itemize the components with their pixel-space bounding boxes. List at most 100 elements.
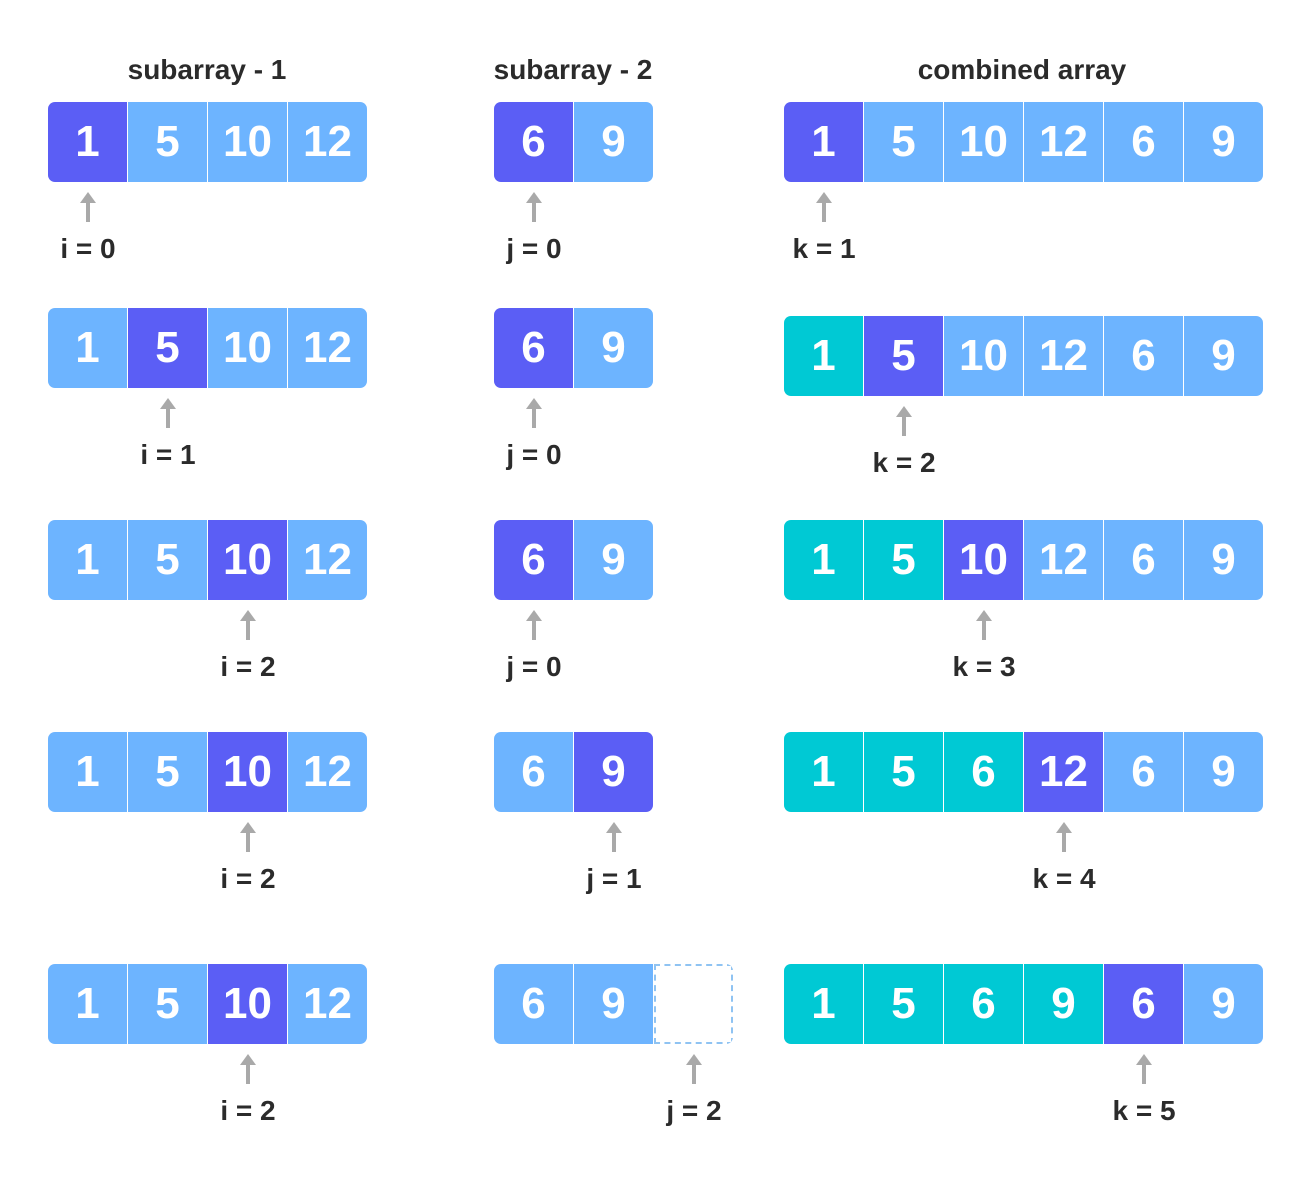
array-cell: 1 — [784, 520, 863, 600]
pointer-label: k = 4 — [1032, 863, 1096, 894]
pointer-arrow — [814, 192, 834, 222]
array-cell: 5 — [128, 964, 207, 1044]
pointer-arrow — [238, 1054, 258, 1084]
array-cell: 1 — [48, 964, 127, 1044]
array-cell: 9 — [574, 102, 653, 182]
array-cell: 5 — [864, 520, 943, 600]
array-cell: 9 — [1024, 964, 1103, 1044]
pointer-label: j = 0 — [506, 233, 562, 264]
array-cell: 9 — [1184, 316, 1263, 396]
array-cell: 5 — [128, 308, 207, 388]
pointer-arrow — [78, 192, 98, 222]
pointer-label: i = 2 — [220, 651, 276, 682]
array-cell: 9 — [574, 308, 653, 388]
pointer-label: i = 2 — [220, 863, 276, 894]
up-arrow-icon — [240, 822, 256, 852]
pointer-arrow — [158, 398, 178, 428]
array-cell: 5 — [864, 316, 943, 396]
array-cell: 9 — [1184, 102, 1263, 182]
array-cell: 6 — [494, 964, 573, 1044]
array-cell: 1 — [48, 102, 127, 182]
pointer-arrow — [524, 610, 544, 640]
array-cell: 6 — [1104, 102, 1183, 182]
array-cell: 9 — [574, 732, 653, 812]
array-cell: 10 — [208, 732, 287, 812]
pointer-label: j = 0 — [506, 651, 562, 682]
array-cell: 1 — [784, 102, 863, 182]
array-cell: 9 — [1184, 520, 1263, 600]
subarray-2-title: subarray - 2 — [493, 54, 653, 85]
array-cell: 5 — [864, 732, 943, 812]
pointer-arrow — [604, 822, 624, 852]
pointer-label: i = 2 — [220, 1095, 276, 1126]
array-cell: 9 — [574, 520, 653, 600]
array-cell: 5 — [128, 520, 207, 600]
array-cell: 6 — [494, 520, 573, 600]
array-cell: 10 — [208, 102, 287, 182]
array-cell: 10 — [944, 102, 1023, 182]
array-cell: 9 — [1184, 732, 1263, 812]
pointer-label: k = 3 — [952, 651, 1016, 682]
array-cell: 6 — [944, 964, 1023, 1044]
pointer-label: j = 0 — [506, 439, 562, 470]
array-cell: 12 — [288, 732, 367, 812]
up-arrow-icon — [896, 406, 912, 436]
array-cell: 6 — [1104, 732, 1183, 812]
pointer-arrow — [524, 398, 544, 428]
array-cell: 5 — [128, 732, 207, 812]
up-arrow-icon — [240, 1054, 256, 1084]
array-cell: 12 — [1024, 732, 1103, 812]
array-cell: 10 — [208, 308, 287, 388]
array-cell: 1 — [784, 316, 863, 396]
array-cell: 9 — [574, 964, 653, 1044]
array-cell: 6 — [944, 732, 1023, 812]
array-cell: 6 — [1104, 316, 1183, 396]
up-arrow-icon — [80, 192, 96, 222]
array-cell: 10 — [944, 316, 1023, 396]
up-arrow-icon — [526, 610, 542, 640]
pointer-label: k = 5 — [1112, 1095, 1176, 1126]
array-cell: 12 — [288, 520, 367, 600]
empty-slot — [654, 964, 733, 1044]
pointer-arrow — [524, 192, 544, 222]
pointer-arrow — [1054, 822, 1074, 852]
array-cell: 9 — [1184, 964, 1263, 1044]
array-cell: 12 — [1024, 520, 1103, 600]
array-cell: 6 — [494, 732, 573, 812]
pointer-label: k = 1 — [792, 233, 856, 264]
array-cell: 1 — [48, 308, 127, 388]
array-cell: 1 — [784, 732, 863, 812]
up-arrow-icon — [1136, 1054, 1152, 1084]
array-cell: 6 — [1104, 964, 1183, 1044]
array-cell: 5 — [864, 964, 943, 1044]
pointer-arrow — [974, 610, 994, 640]
up-arrow-icon — [160, 398, 176, 428]
array-cell: 12 — [1024, 102, 1103, 182]
combined-array-title: combined array — [917, 54, 1127, 85]
pointer-label: k = 2 — [872, 447, 936, 478]
array-cell: 12 — [288, 308, 367, 388]
up-arrow-icon — [816, 192, 832, 222]
up-arrow-icon — [686, 1054, 702, 1084]
array-cell: 6 — [494, 308, 573, 388]
pointer-arrow — [894, 406, 914, 436]
array-cell: 6 — [1104, 520, 1183, 600]
array-cell: 5 — [864, 102, 943, 182]
array-cell: 1 — [48, 520, 127, 600]
array-cell: 5 — [128, 102, 207, 182]
pointer-arrow — [238, 610, 258, 640]
pointer-arrow — [238, 822, 258, 852]
up-arrow-icon — [1056, 822, 1072, 852]
up-arrow-icon — [526, 398, 542, 428]
